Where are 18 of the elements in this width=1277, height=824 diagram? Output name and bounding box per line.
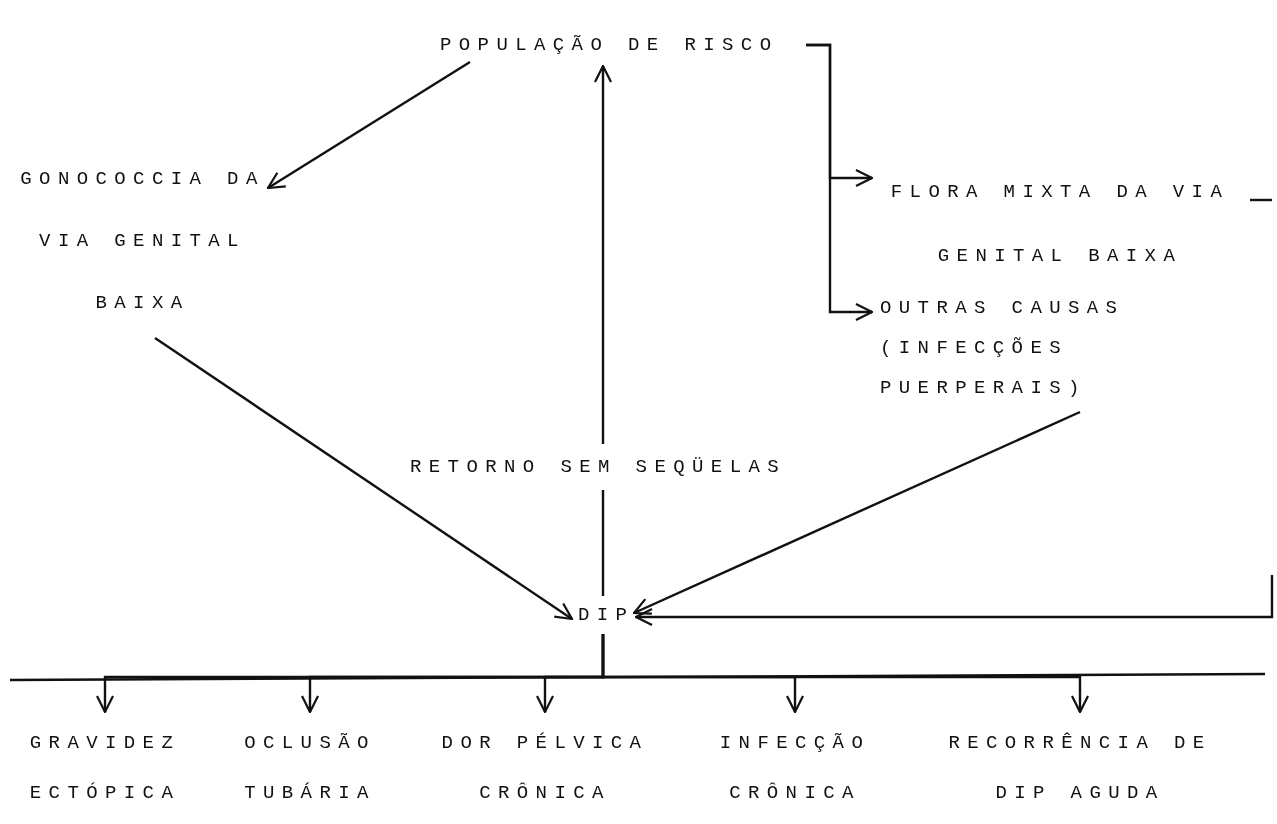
node-label: DOR PÉLVICA CRÔNICA <box>430 718 660 818</box>
node-label: OUTRAS CAUSAS (INFECÇÕES PUERPERAIS) <box>880 288 1260 408</box>
node-label: DIP <box>578 600 628 630</box>
arrow <box>632 410 1081 615</box>
arrow <box>634 575 1274 627</box>
node-label: GONOCOCCIA DA VIA GENITAL BAIXA <box>15 148 270 334</box>
arrow <box>266 61 471 190</box>
node-label: OCLUSÃO TUBÁRIA <box>235 718 385 818</box>
node-label: INFECÇÃO CRÔNICA <box>710 718 880 818</box>
arrow <box>593 64 613 444</box>
node-label: RECORRÊNCIA DE DIP AGUDA <box>930 718 1230 818</box>
arrow <box>806 43 874 322</box>
node-label: POPULAÇÃO DE RISCO <box>440 30 800 60</box>
arrow <box>154 337 574 621</box>
node-label: RETORNO SEM SEQÜELAS <box>410 452 810 482</box>
arrow <box>601 634 1090 714</box>
node-label: FLORA MIXTA DA VIA GENITAL BAIXA <box>880 160 1240 288</box>
node-label: GRAVIDEZ ECTÓPICA <box>20 718 190 818</box>
